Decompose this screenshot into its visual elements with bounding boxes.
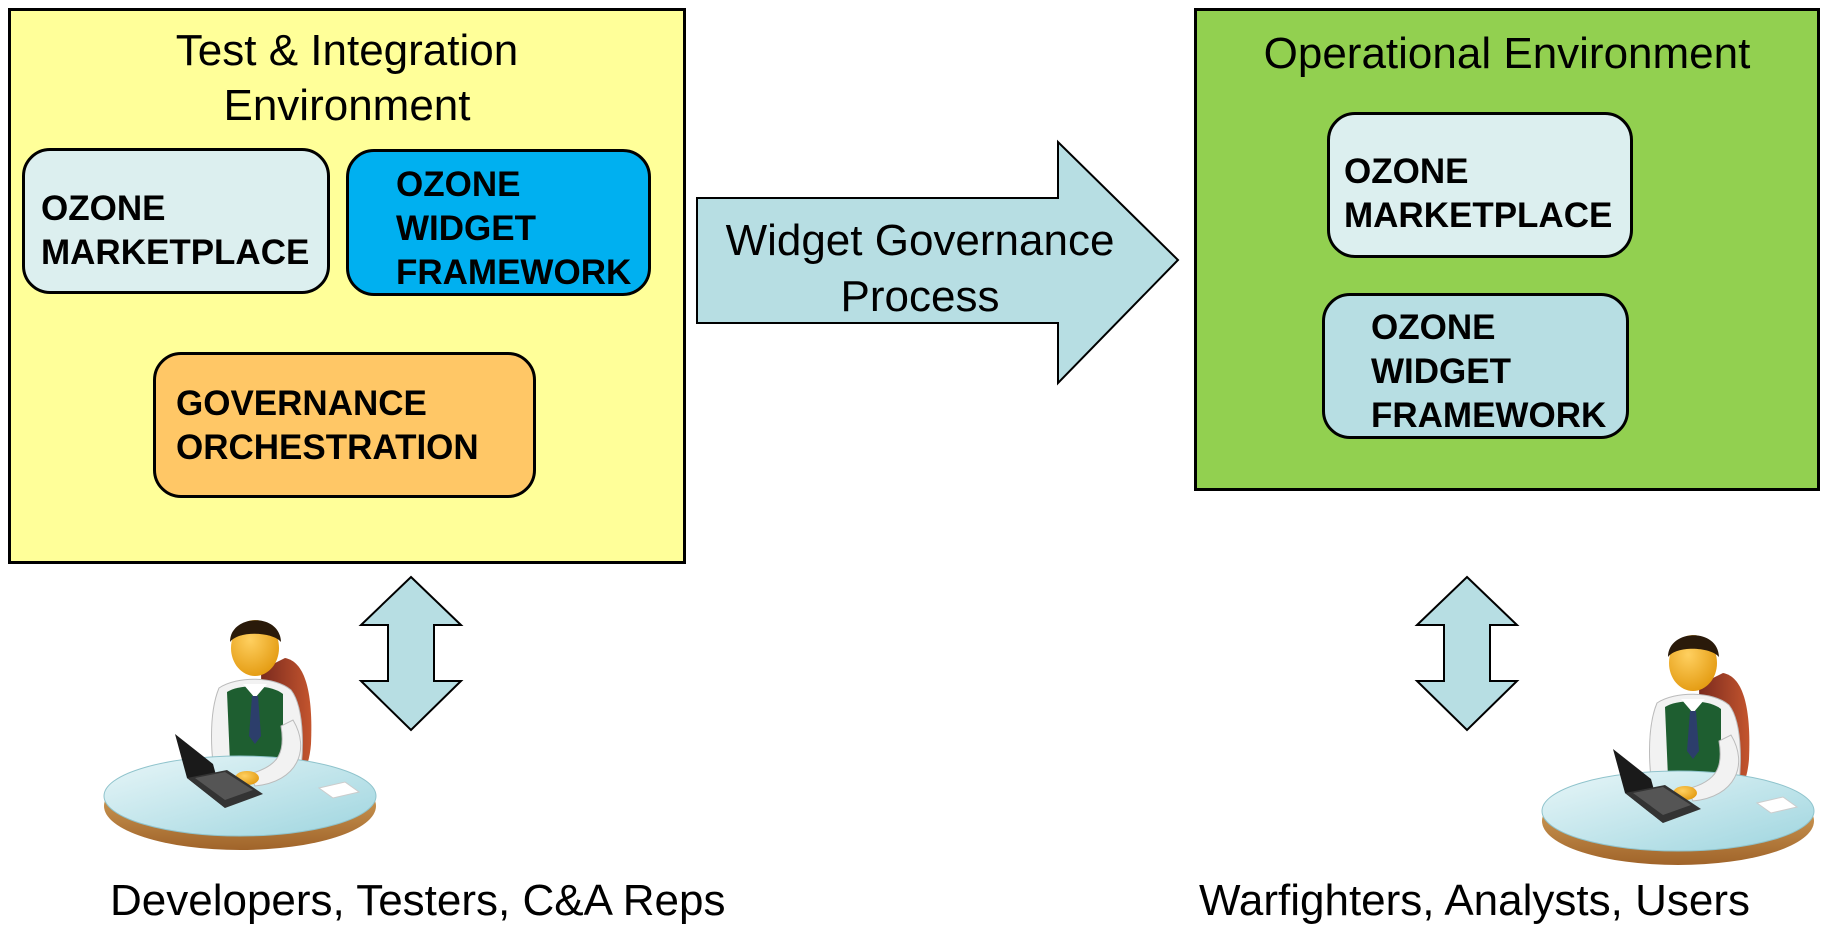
operational-environment-title: Operational Environment [1263,29,1751,78]
process-arrow-label: Widget Governance Process [725,216,1115,321]
ops-ozone-marketplace: OZONE MARKETPLACE [1327,112,1633,258]
governance-orchestration: GOVERNANCE ORCHESTRATION [153,352,536,498]
test-marketplace-label: OZONE MARKETPLACE [41,189,310,272]
test-widget-framework-label: OZONE WIDGET FRAMEWORK [396,165,632,292]
test-environment-title: Test & Integration Environment [175,26,519,130]
right-user-at-laptop-icon [1541,634,1815,866]
ops-widget-framework-label: OZONE WIDGET FRAMEWORK [1371,308,1607,435]
test-ozone-widget-framework: OZONE WIDGET FRAMEWORK [346,149,651,296]
ops-marketplace-label: OZONE MARKETPLACE [1344,152,1613,235]
test-ozone-marketplace: OZONE MARKETPLACE [22,148,330,294]
ops-ozone-widget-framework: OZONE WIDGET FRAMEWORK [1322,293,1629,439]
governance-orchestration-label: GOVERNANCE ORCHESTRATION [176,384,479,467]
right-users-caption: Warfighters, Analysts, Users [1199,876,1750,925]
left-double-arrow-icon [358,575,464,732]
process-arrow [696,139,1180,386]
right-double-arrow-icon [1414,575,1520,732]
left-users-caption: Developers, Testers, C&A Reps [110,876,726,925]
left-user-at-laptop-icon [103,619,377,851]
